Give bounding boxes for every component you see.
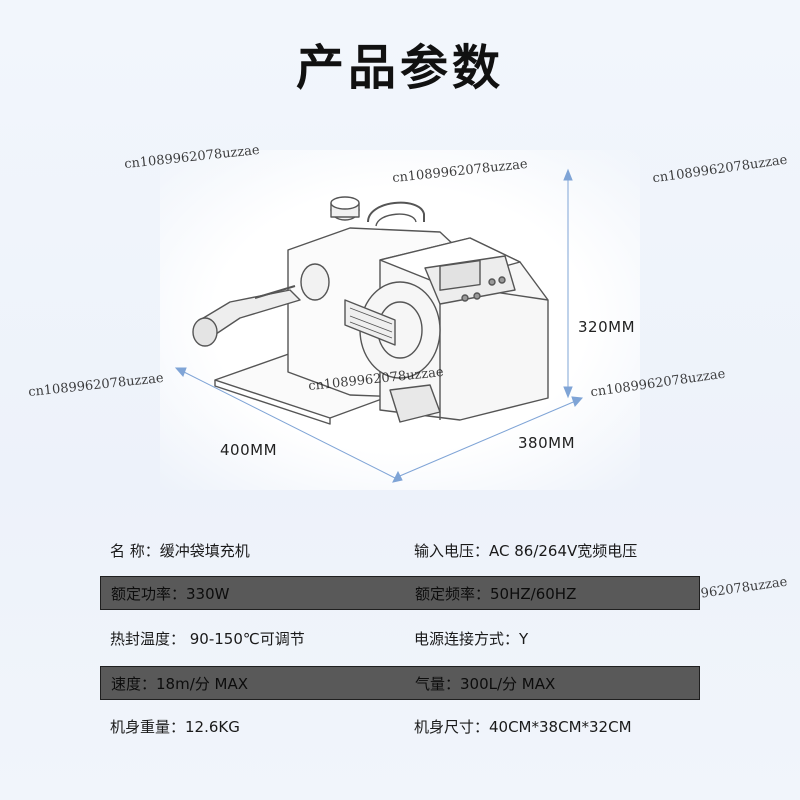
- spec-name: 额定功率：330W: [111, 585, 230, 603]
- spec-value: 输入电压：AC 86/264V宽频电压: [414, 542, 638, 560]
- spec-value: 气量：300L/分 MAX: [415, 675, 556, 693]
- width-dimension-line: [179, 369, 396, 479]
- dimension-lines: [174, 168, 584, 483]
- page-title: 产品参数: [295, 40, 504, 96]
- spec-row-shaded: 额定功率：330W 额定频率：50HZ/60HZ: [100, 576, 700, 610]
- spec-name: 名 称：缓冲袋填充机: [110, 542, 250, 560]
- depth-dimension-label: 380MM: [518, 434, 576, 452]
- spec-row: 名 称：缓冲袋填充机 输入电压：AC 86/264V宽频电压: [100, 534, 700, 568]
- spec-row: 热封温度： 90-150℃可调节 电源连接方式：Y: [100, 622, 700, 656]
- machine-drawing: [192, 196, 549, 425]
- depth-dimension-line: [394, 399, 579, 479]
- spec-name: 速度：18m/分 MAX: [111, 675, 248, 693]
- spec-value: 电源连接方式：Y: [414, 630, 529, 648]
- spec-value: 机身尺寸：40CM*38CM*32CM: [414, 718, 632, 736]
- spec-name: 机身重量：12.6KG: [110, 718, 240, 736]
- width-dimension-label: 400MM: [220, 441, 278, 459]
- spec-name: 热封温度： 90-150℃可调节: [110, 630, 305, 648]
- height-dimension-label: 320MM: [578, 318, 636, 336]
- spec-row: 机身重量：12.6KG 机身尺寸：40CM*38CM*32CM: [100, 710, 700, 744]
- spec-row-shaded: 速度：18m/分 MAX 气量：300L/分 MAX: [100, 666, 700, 700]
- spec-value: 额定频率：50HZ/60HZ: [415, 585, 577, 603]
